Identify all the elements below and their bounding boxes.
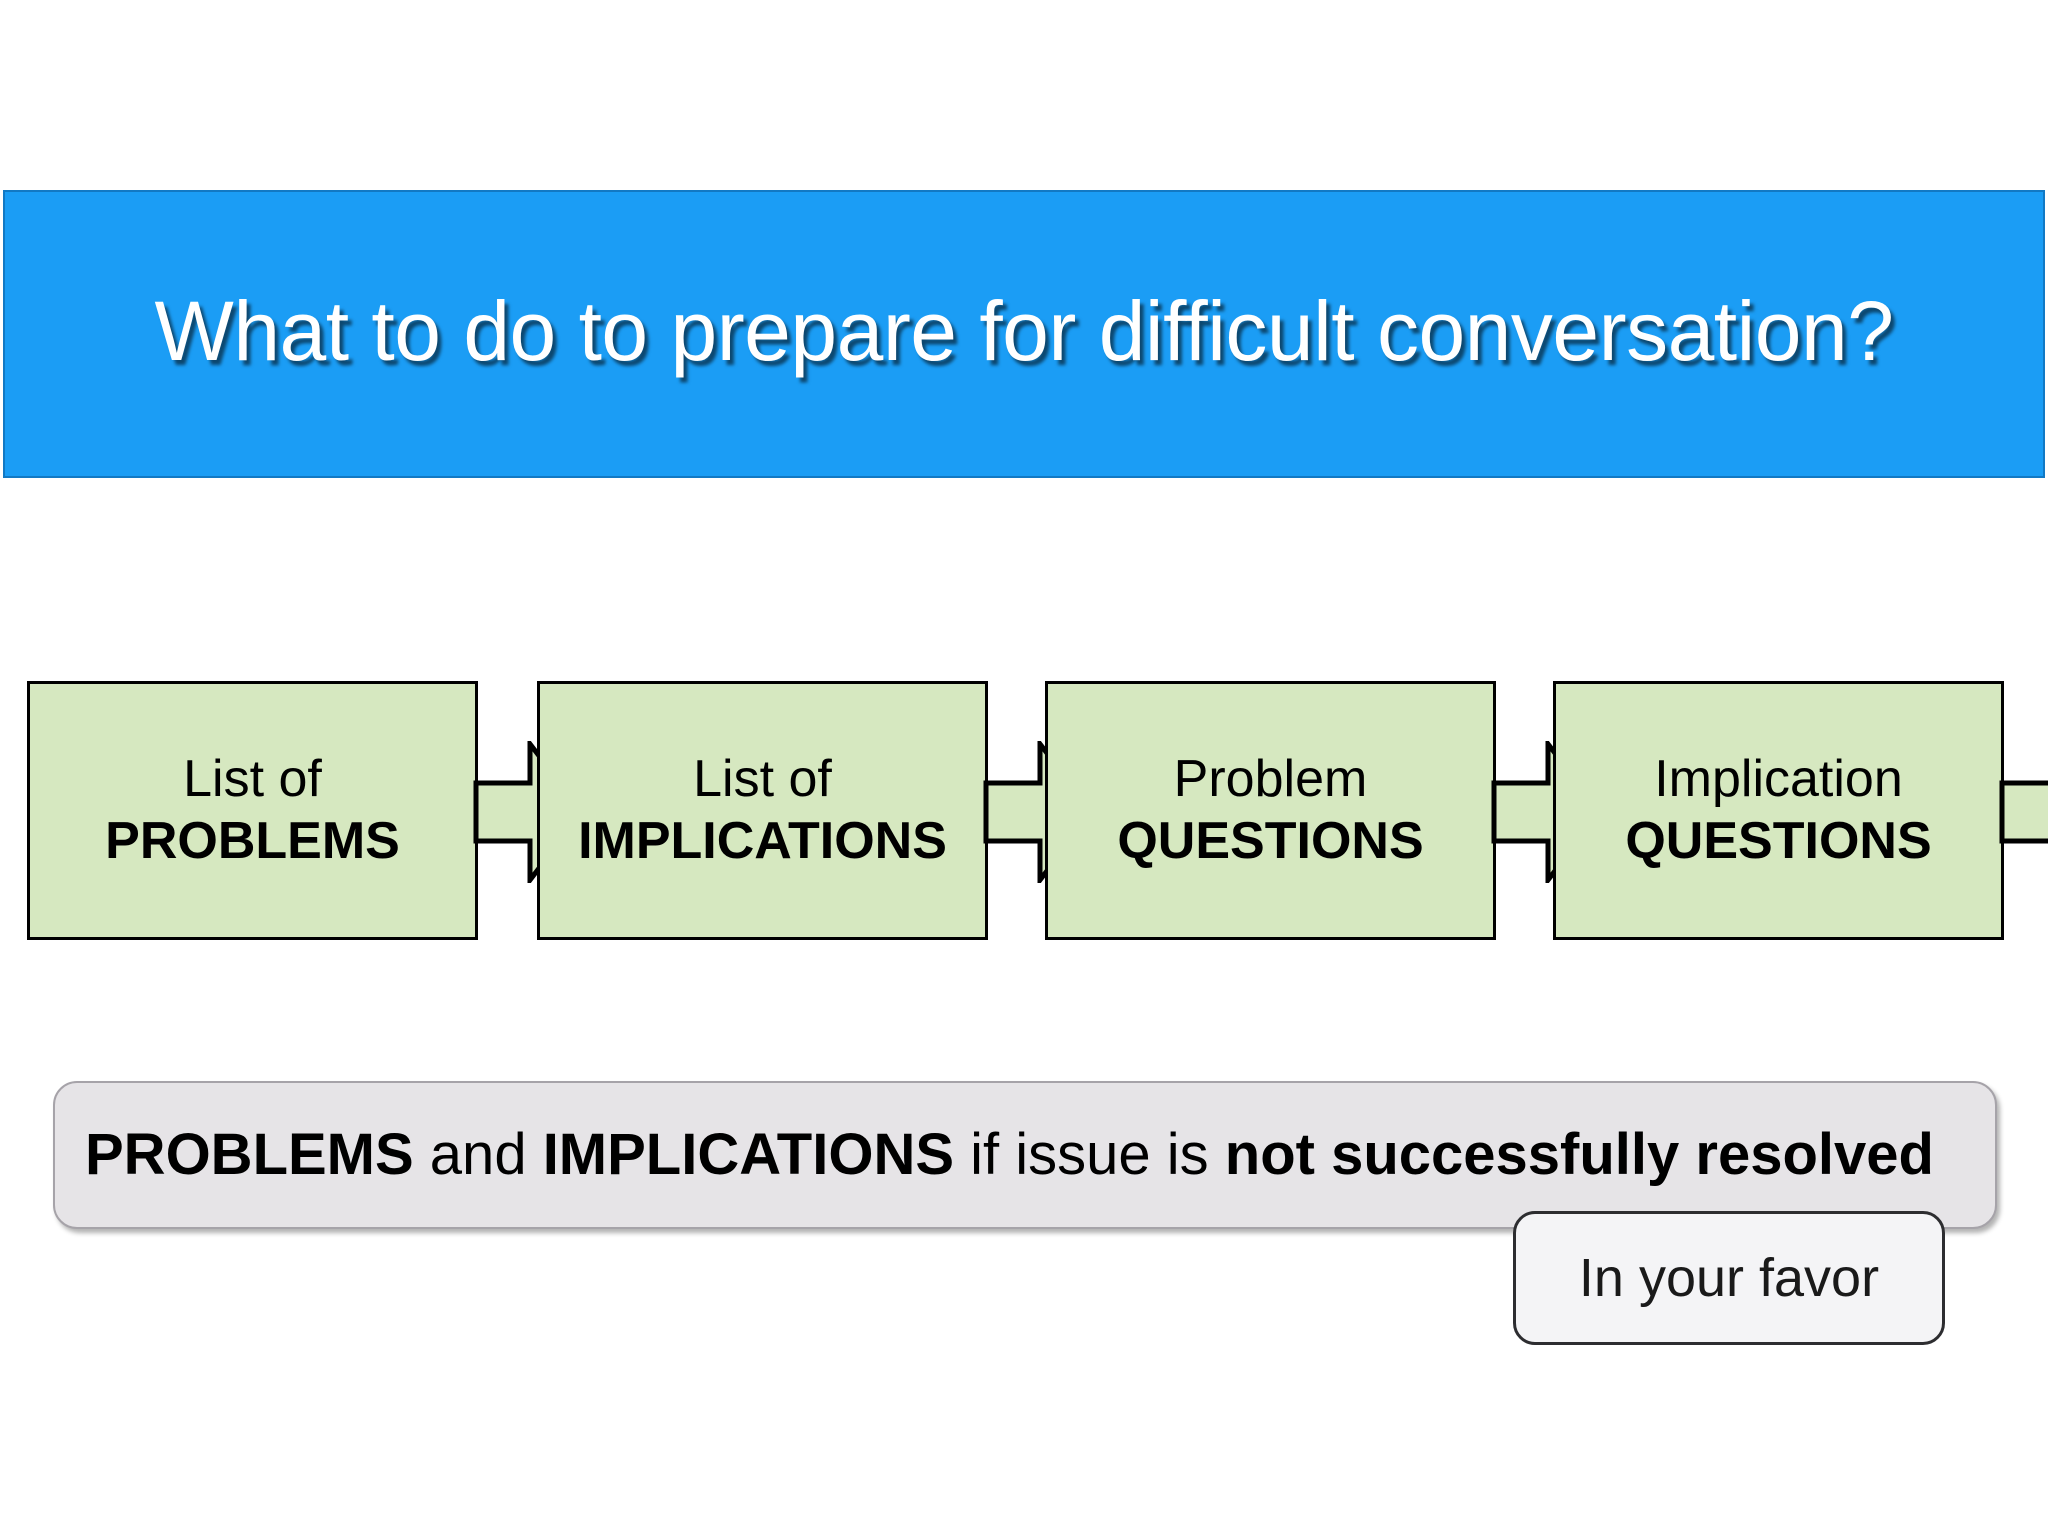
process-step-1[interactable]: List of PROBLEMS <box>27 681 478 940</box>
caption-emphasis: PROBLEMS <box>85 1122 414 1188</box>
caption-plain: if issue is <box>954 1122 1225 1188</box>
process-step-4[interactable]: Implication QUESTIONS <box>1553 681 2004 940</box>
process-step-2-line1: List of <box>693 750 832 809</box>
process-step-3-line1: Problem <box>1173 750 1368 809</box>
process-step-3-line2: QUESTIONS <box>1117 811 1424 870</box>
caption-emphasis: not successfully resolved <box>1224 1122 1934 1188</box>
caption-emphasis: IMPLICATIONS <box>542 1122 955 1188</box>
in-your-favor-label: In your favor <box>1578 1248 1880 1308</box>
process-step-4-line1: Implication <box>1654 750 1903 809</box>
process-step-2-line2: IMPLICATIONS <box>578 811 947 870</box>
process-step-1-line1: List of <box>183 750 322 809</box>
right-arrow-icon <box>1999 741 2048 883</box>
process-flow-diagram: List of PROBLEMS List of IMPLICATIONS Pr… <box>0 681 2048 943</box>
page-title: What to do to prepare for difficult conv… <box>154 284 1894 378</box>
process-step-1-line2: PROBLEMS <box>105 811 400 870</box>
process-step-2[interactable]: List of IMPLICATIONS <box>537 681 988 940</box>
process-step-4-line2: QUESTIONS <box>1625 811 1932 870</box>
caption-plain: and <box>413 1122 543 1188</box>
caption-bar: PROBLEMS and IMPLICATIONS if issue is no… <box>53 1081 1997 1229</box>
process-step-3[interactable]: Problem QUESTIONS <box>1045 681 1496 940</box>
slide-title-banner: What to do to prepare for difficult conv… <box>3 190 2045 478</box>
in-your-favor-callout[interactable]: In your favor <box>1513 1211 1945 1345</box>
caption-text: PROBLEMS and IMPLICATIONS if issue is no… <box>55 1123 1934 1187</box>
